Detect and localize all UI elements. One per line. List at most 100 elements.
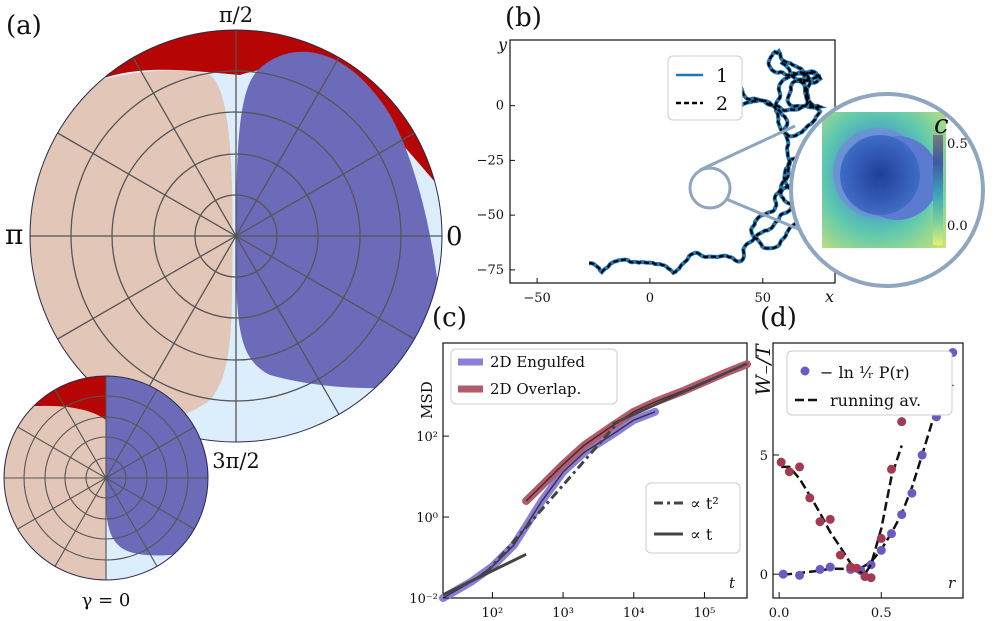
data-point [795,570,805,580]
legend-avg-label: running av. [830,391,921,410]
traj-ylabel: y [497,35,508,54]
traj-xlabel: x [825,287,834,306]
traj-xtick-label: −50 [523,291,550,306]
data-point [876,533,886,543]
colorbar-tick-low: 0.0 [947,219,968,234]
inset-gamma-label: γ = 0 [82,590,131,611]
panel-d-label: (d) [760,303,797,333]
w-legend: − ln ¹⁄ᵣ P(r) running av. [786,350,953,416]
polar-main-border [29,29,443,443]
w-ytick-label: 5 [760,449,768,464]
legend-dot-marker [800,366,810,376]
legend-label-1: 1 [716,65,728,87]
w-ytick-label: 0 [760,568,768,583]
data-point [917,450,927,460]
magnifier-ring [789,92,985,288]
inset-grid [4,376,208,580]
fit-legend: ∝ t² ∝ t [645,482,741,554]
data-point [907,488,917,498]
msd-xtick-label: 10³ [552,606,574,621]
data-point [886,464,896,474]
fit-legend-quadratic-label: ∝ t² [690,494,719,513]
w-xtick-label: 0.0 [769,606,790,621]
magnifier-content [822,112,946,248]
msd-ytick-label: 10⁰ [416,511,438,526]
data-point [815,564,825,574]
traj-ytick-label: 0 [496,99,504,114]
data-point [897,510,907,520]
msd-xlabel: t [729,574,736,592]
data-point [866,573,876,583]
traj-ytick-label: −25 [477,153,504,168]
panel-a-label: (a) [6,11,42,41]
series-2-path [589,49,824,275]
msd-legend: 2D Engulfed 2D Overlap. [450,348,618,405]
traj-ytick-label: −75 [477,263,504,278]
panel-c: (c) 10² 10³ 10⁴ 10⁵ 10⁻² 10⁰ 10² MSD t 2D Engu… [409,303,751,621]
colorbar [933,135,943,245]
panel-b-label: (b) [505,3,542,33]
fit-linear-line-1 [442,552,527,597]
angle-label-top: π/2 [219,3,253,27]
angle-label-left: π [5,218,23,251]
polar-inset [4,376,208,580]
legend-overlap-label: 2D Overlap. [490,380,581,398]
data-point [795,462,805,472]
data-point [825,562,835,572]
msd-ytick-label: 10² [416,430,438,445]
panel-c-label: (c) [432,303,467,333]
fit-linear-line-2 [611,362,748,426]
legend-dot-label: − ln ¹⁄ᵣ P(r) [820,363,910,382]
zoom-circle [688,166,732,210]
data-point [852,563,862,573]
data-point [825,514,835,524]
data-point [815,517,825,527]
data-point [835,550,845,560]
w-xtick-label: 0.5 [871,606,892,621]
data-point [778,569,788,579]
fit-legend-linear-label: ∝ t [690,525,713,544]
data-point [776,457,786,467]
legend-engulfed-label: 2D Engulfed [490,353,585,371]
msd-ytick-label: 10⁻² [409,592,438,607]
data-point [805,493,815,503]
w-xlabel: r [948,574,956,592]
msd-xtick-label: 10² [482,606,504,621]
polar-grid [30,30,442,442]
data-point [784,467,794,477]
region-beige [30,70,233,421]
w-legend-box [786,350,953,416]
zoom-line-top [699,124,796,172]
running-avg-1 [783,383,954,577]
traj-xtick-label: 50 [755,291,772,306]
angle-label-bottom: 3π/2 [212,449,260,473]
traj-ticks: −50 0 50 0 −25 −50 −75 [477,99,771,306]
blob-core [840,135,920,215]
msd-xtick-label: 10⁴ [623,606,645,621]
polar-main [30,30,442,442]
msd-legend-box [450,348,618,405]
fit-quadratic-line [484,421,620,575]
angle-label-right: 0 [446,222,463,252]
traj-ytick-label: −50 [477,208,504,223]
data-point [876,545,886,555]
traj-legend: 1 2 [667,55,743,121]
w-ylabel: W₋/T [751,343,775,396]
trajectory [589,47,828,276]
polar-inset-border [3,375,209,581]
msd-plot: 10² 10³ 10⁴ 10⁵ 10⁻² 10⁰ 10² [409,360,751,621]
legend-label-2: 2 [716,93,728,115]
panel-b: (b) −50 0 50 0 −25 −50 −75 x y 1 2 [477,3,985,306]
region-blue [236,51,442,389]
data-point [897,417,907,427]
colorbar-tick-high: 0.5 [947,137,968,152]
panel-d: (d) 0.0 0.5 0 5 W₋/T r − ln ¹⁄ᵣ P(r) runnin… [751,303,964,621]
msd-ylabel: MSD [418,381,436,419]
msd-xtick-label: 10⁵ [694,606,716,621]
traj-legend-box [667,55,743,121]
panel-a: (a) π/2 π 0 3π/2 [3,3,463,611]
msd-series-1-center [442,411,656,599]
traj-xtick-label: 0 [646,291,654,306]
colorbar-label: c [934,110,949,140]
